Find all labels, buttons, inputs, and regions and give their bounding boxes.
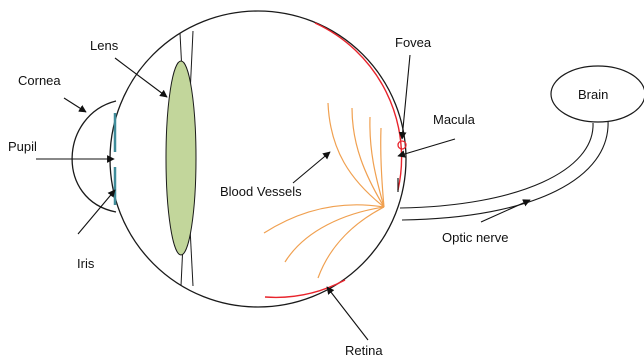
blood-vessels-label: Blood Vessels [220,184,302,199]
optic-nerve-upper [400,123,593,208]
optic-nerve-label: Optic nerve [442,230,508,245]
optic-nerve-lower [402,120,608,220]
vessels-pointer-arrow [293,152,330,183]
optic-nerve-pointer-arrow [481,200,530,222]
lens-shape [166,61,196,255]
pupil-label: Pupil [8,139,37,154]
cornea-label: Cornea [18,73,61,88]
macula-label: Macula [433,112,476,127]
macula-pointer-arrow [398,139,455,156]
iris-label: Iris [77,256,95,271]
retina-label: Retina [345,343,383,357]
retina-pointer-arrow [327,287,368,340]
brain-label: Brain [578,87,608,102]
lens-pointer-arrow [115,58,167,97]
fovea-pointer-arrow [402,55,410,139]
iris-pointer-arrow [78,190,115,234]
lens-label: Lens [90,38,119,53]
cornea-pointer-arrow [64,98,86,112]
fovea-label: Fovea [395,35,432,50]
eyeball-outline [110,11,406,307]
